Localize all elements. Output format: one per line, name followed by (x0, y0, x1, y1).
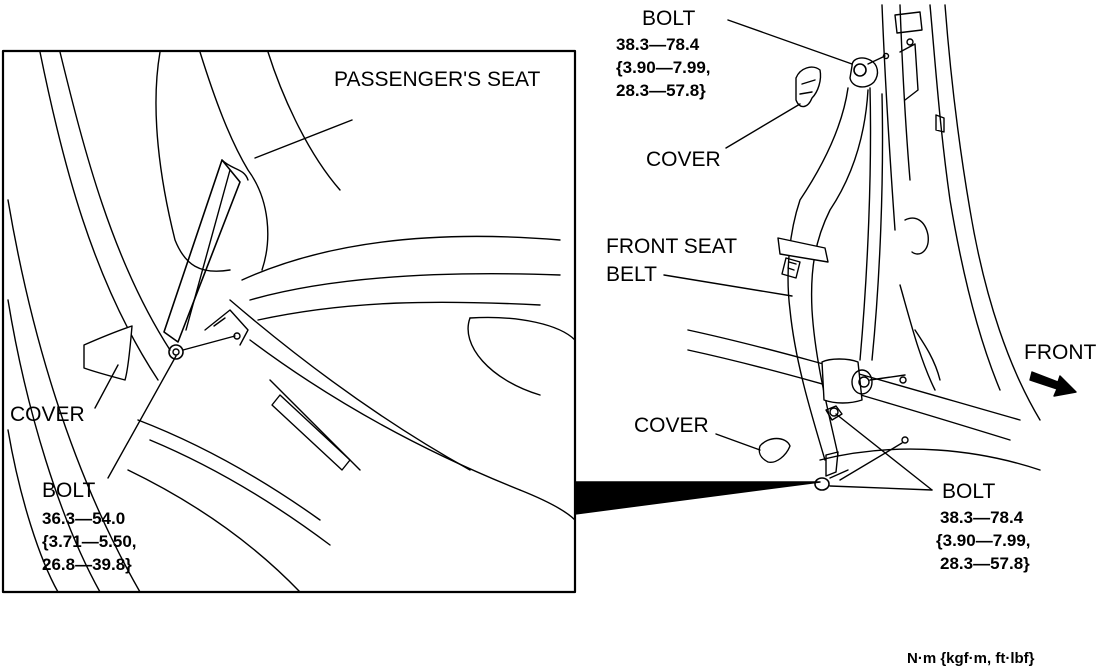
inset-bolt-torque-kgfm: {3.71—5.50, (42, 532, 137, 551)
front-seat-belt-line1: FRONT SEAT (606, 235, 738, 258)
inset-seat-illustration (7, 51, 576, 593)
upper-bolt-torque-kgfm: {3.90—7.99, (616, 58, 711, 77)
lower-bolt-callout: BOLT 38.3—78.4 {3.90—7.99, 28.3—57.8} (936, 481, 1031, 575)
main-belt-illustration (663, 4, 1077, 491)
front-seat-belt-line2: BELT (606, 263, 657, 286)
inset-bolt-torque-nm: 36.3—54.0 (42, 509, 126, 528)
front-direction-label: FRONT (1024, 341, 1097, 364)
upper-cover-label: COVER (646, 148, 721, 171)
torque-units-note: N·m {kgf·m, ft·lbf} (907, 650, 1035, 667)
inset-cover-label: COVER (10, 403, 85, 426)
lower-bolt-torque-ftlbf: 28.3—57.8} (940, 554, 1030, 573)
inset-bolt-callout: BOLT 36.3—54.0 {3.71—5.50, 26.8—39.8} (42, 480, 137, 576)
front-seat-belt-label: FRONT SEAT BELT (606, 233, 737, 289)
inset-bolt-torque-ftlbf: 26.8—39.8} (42, 555, 132, 574)
passenger-seat-label: PASSENGER'S SEAT (334, 68, 541, 91)
lower-bolt-torque-kgfm: {3.90—7.99, (936, 531, 1031, 550)
inset-bolt-label: BOLT (42, 479, 96, 502)
upper-bolt-torque-ftlbf: 28.3—57.8} (616, 81, 706, 100)
inset-frame (1, 49, 577, 594)
upper-bolt-torque-nm: 38.3—78.4 (616, 35, 700, 54)
lower-cover-label: COVER (634, 414, 709, 437)
lower-bolt-label: BOLT (942, 480, 996, 503)
upper-bolt-callout: BOLT 38.3—78.4 {3.90—7.99, 28.3—57.8} (616, 8, 711, 102)
inset-pointer-wedge (574, 481, 821, 515)
lower-bolt-torque-nm: 38.3—78.4 (940, 508, 1024, 527)
upper-bolt-label: BOLT (642, 7, 696, 30)
